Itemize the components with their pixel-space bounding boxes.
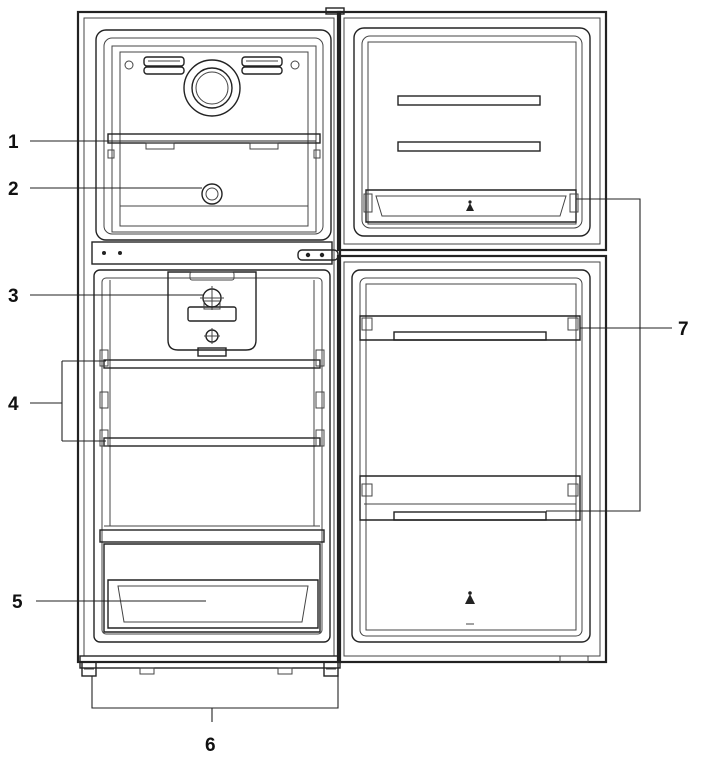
callout-1: 1 [8,132,19,153]
freezer-door [297,10,608,261]
fridge-door-rack-upper [359,315,581,341]
leader-4 [30,360,106,442]
door-logo-icon [465,594,475,604]
leader-7 [546,198,672,512]
freezer-compartment [95,29,332,241]
callout-3: 3 [8,286,19,307]
callout-6: 6 [205,735,216,756]
thermostat-housing [167,271,257,357]
glass-shelves [99,349,325,527]
callout-leaders [30,140,672,722]
freezer-door-bin [365,189,577,223]
cabinet-base [79,655,341,677]
door-logo-icon [466,203,474,211]
callout-7: 7 [678,319,689,340]
crisper [99,529,325,633]
leveling-foot-left [81,661,97,677]
fridge-door [336,254,608,664]
fan-cover [124,56,300,117]
cabinet-outline [76,10,342,664]
cabinet [76,10,342,677]
callout-5: 5 [12,592,23,613]
fridge-compartment [93,269,331,643]
freezer-air-vent [201,183,223,205]
doors [297,7,608,664]
middle-divider [91,241,333,265]
ice-tray [107,133,321,168]
callout-2: 2 [8,179,19,200]
glass-shelf-upper [103,359,321,369]
glass-shelf-lower [103,437,321,447]
fridge-door-rack-lower [359,475,581,521]
leader-6 [91,676,339,722]
leveling-foot-right [323,661,339,677]
callout-4: 4 [8,394,19,415]
callout-numbers: 1 2 3 4 5 6 7 [8,132,689,756]
freezer-door-rack-upper [397,95,541,106]
freezer-door-rack-lower [397,141,541,152]
crisper-drawer [107,579,319,629]
